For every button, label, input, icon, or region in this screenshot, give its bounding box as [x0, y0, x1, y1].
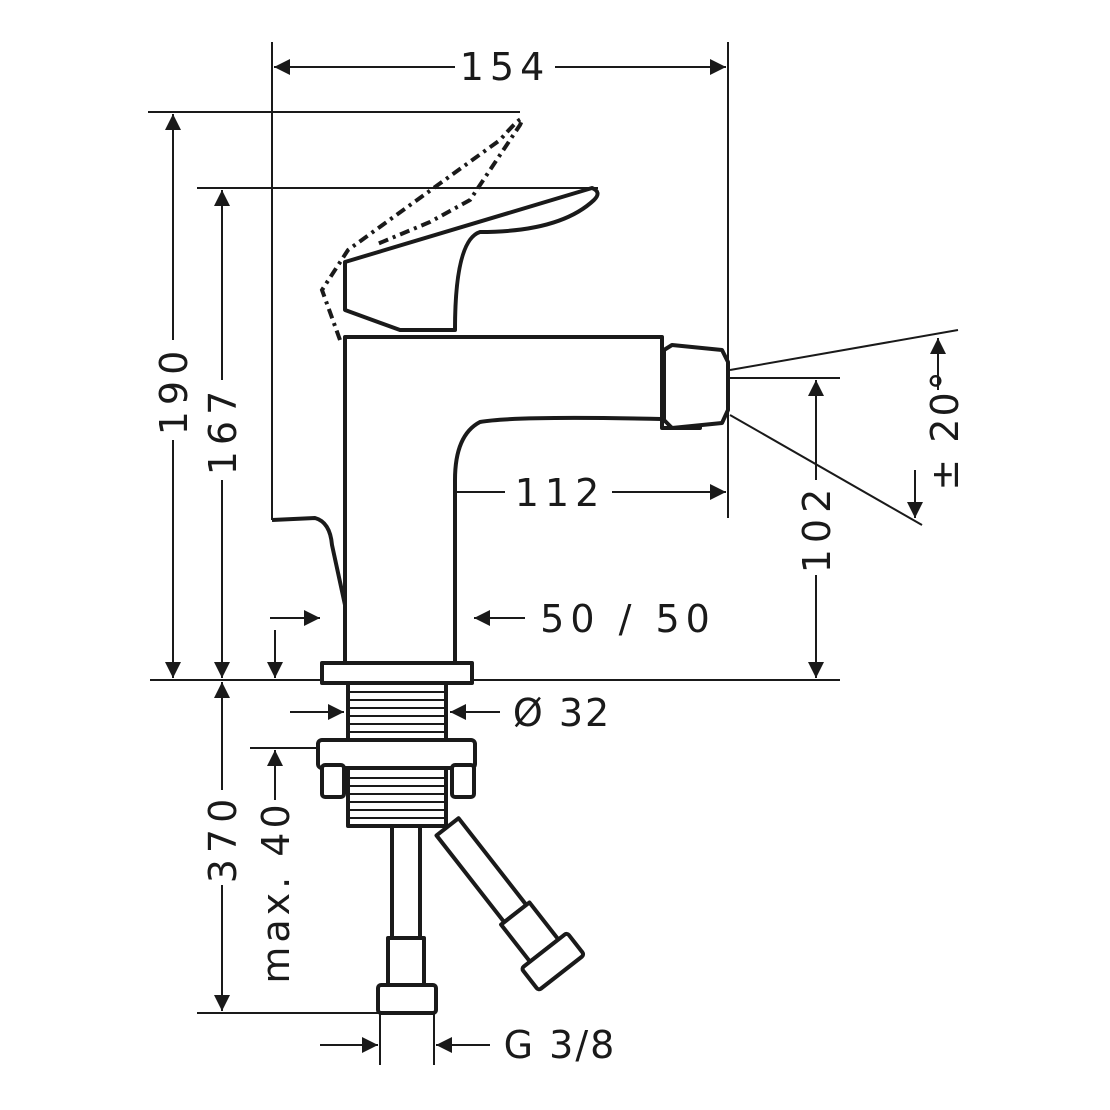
stud-left [320, 763, 346, 799]
label-112: 112 [515, 471, 606, 515]
label-167: 167 [201, 385, 245, 476]
hose-straight [390, 824, 422, 940]
thread-lines [350, 691, 444, 819]
base-plate [320, 661, 474, 685]
hose-fitting-straight [386, 936, 426, 987]
faucet-outline [271, 117, 730, 1015]
connector-straight [376, 983, 438, 1015]
raised-lever-outline [319, 117, 524, 341]
label-190: 190 [152, 345, 196, 436]
stud-right [450, 763, 476, 799]
label-154: 154 [460, 45, 551, 89]
label-50-50: 50 / 50 [540, 597, 716, 641]
label-diameter-32: Ø 32 [513, 691, 611, 735]
connector-angled [520, 931, 586, 992]
aerator-nozzle [662, 343, 730, 430]
label-max-40: max. 40 [254, 800, 298, 983]
lever-handle [343, 186, 600, 332]
pop-up-rod [271, 516, 347, 606]
label-102: 102 [795, 483, 839, 574]
extension-lines [148, 42, 959, 1065]
label-g3-8: G 3/8 [504, 1023, 617, 1067]
dimension-labels: 154 190 167 112 102 ± 20° 50 / 50 Ø 32 3… [152, 45, 967, 1067]
label-angle: ± 20° [923, 369, 967, 490]
dimension-lines [165, 59, 946, 1053]
label-370: 370 [201, 793, 245, 884]
hose-angled [434, 816, 529, 925]
